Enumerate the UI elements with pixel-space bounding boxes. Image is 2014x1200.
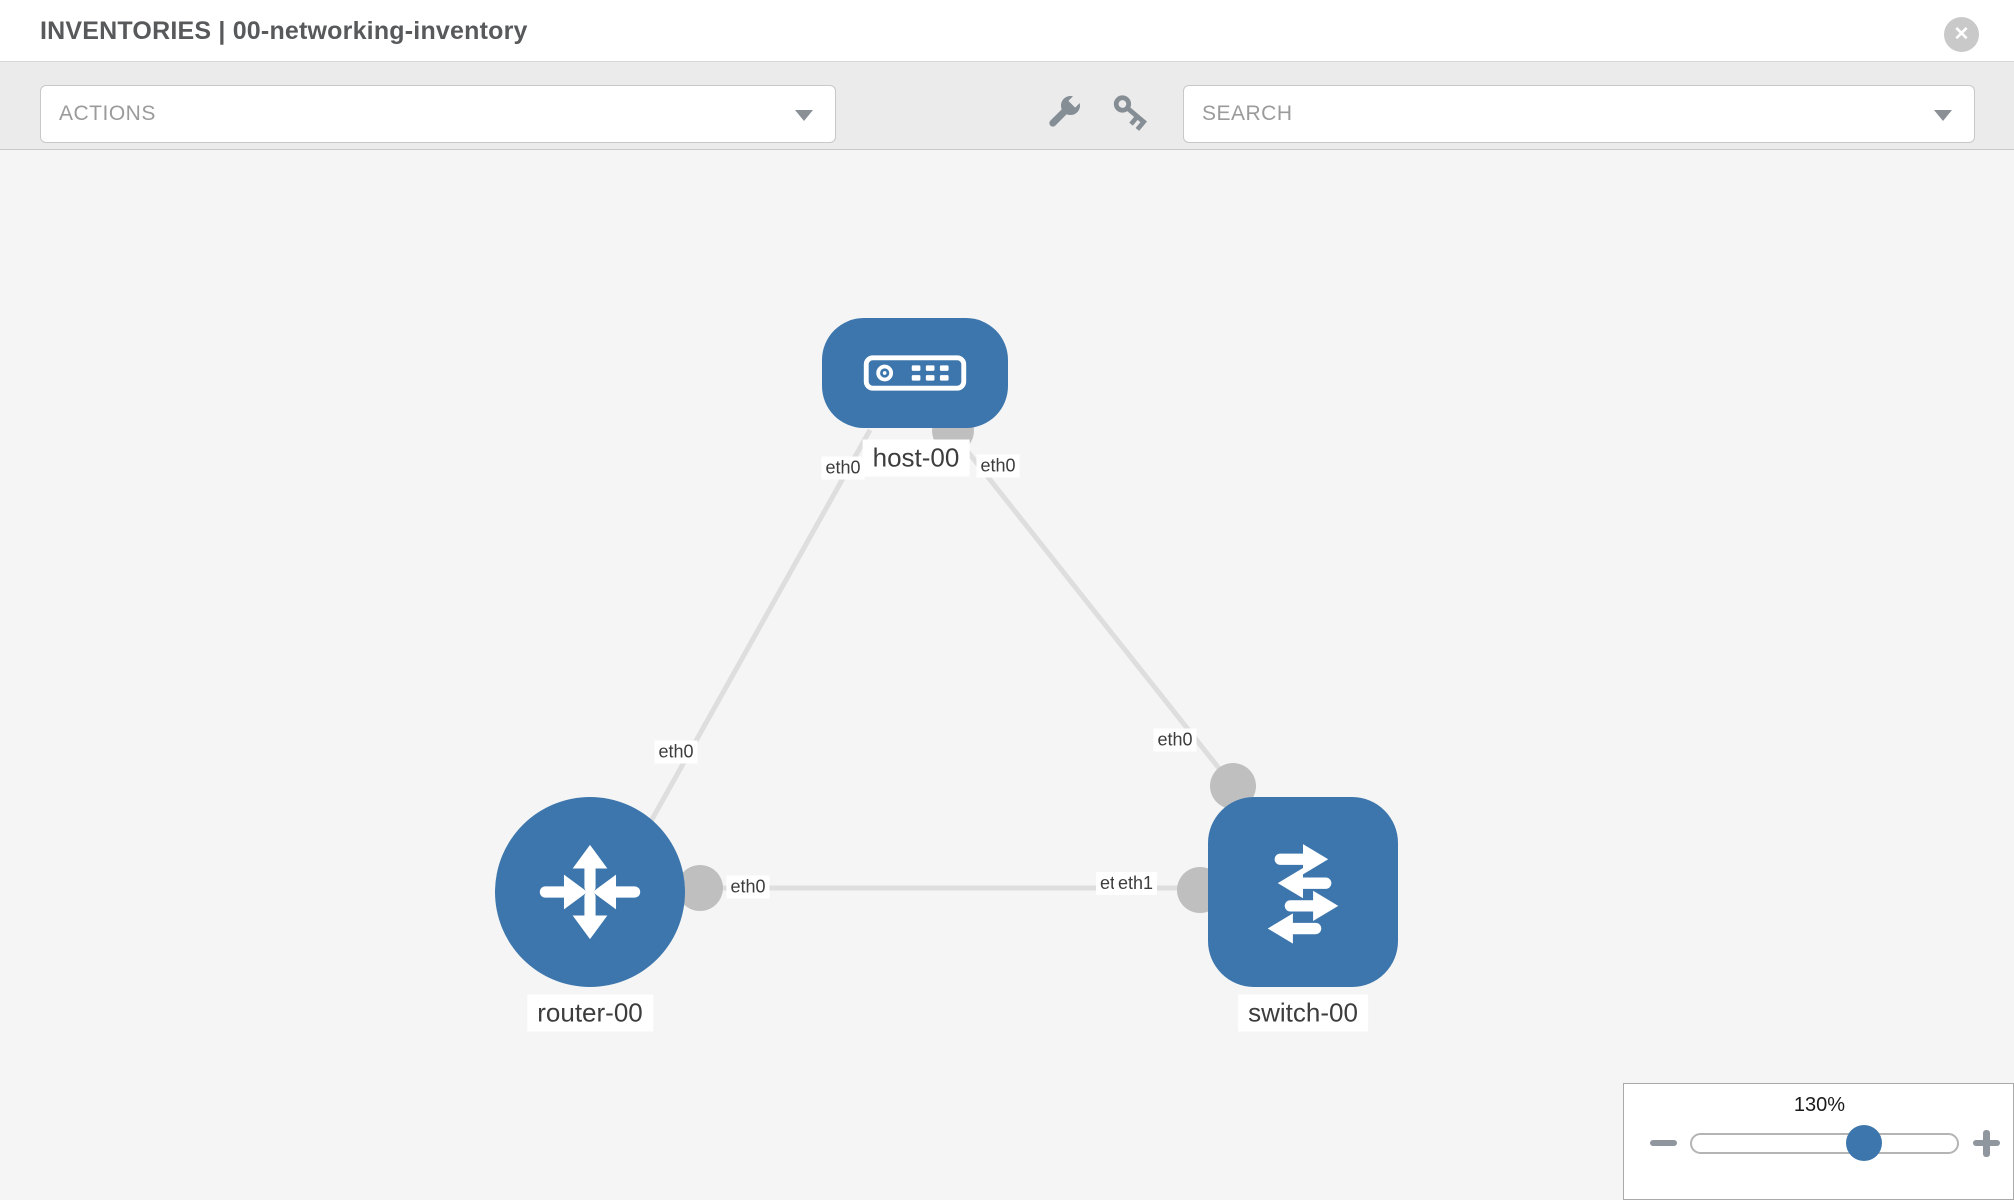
zoom-in-button[interactable] xyxy=(1973,1130,2000,1157)
host-icon xyxy=(863,355,967,391)
zoom-slider-thumb[interactable] xyxy=(1846,1125,1882,1161)
search-dropdown-label: SEARCH xyxy=(1202,102,1293,125)
key-icon xyxy=(1113,95,1148,131)
zoom-level: 130% xyxy=(1793,1094,1846,1116)
chevron-down-icon xyxy=(795,110,813,121)
if-label-switch-left-eth1: eth1 xyxy=(1114,872,1158,895)
toolbar: ACTIONS SEARCH xyxy=(0,62,2014,150)
topology-links-layer xyxy=(600,410,1295,913)
zoom-out-button[interactable] xyxy=(1650,1140,1677,1146)
if-label-host-right: eth0 xyxy=(976,454,1020,478)
router-icon xyxy=(539,844,641,940)
if-label-router-right: eth0 xyxy=(726,875,770,899)
node-label-switch: switch-00 xyxy=(1238,994,1368,1032)
credentials-button[interactable] xyxy=(1110,90,1154,134)
interface-dot-router-right[interactable] xyxy=(677,865,723,911)
close-icon: ✕ xyxy=(1953,24,1970,45)
actions-dropdown[interactable]: ACTIONS xyxy=(40,85,836,143)
topology-canvas[interactable]: host-00 router-00 switch-00 eth0 eth0 et… xyxy=(0,150,2014,1200)
chevron-down-icon xyxy=(1934,110,1952,121)
node-router-00[interactable] xyxy=(495,797,685,987)
zoom-slider-track[interactable] xyxy=(1690,1133,1959,1154)
header: INVENTORIES | 00-networking-inventory ✕ xyxy=(0,0,2014,62)
zoom-panel: 130% xyxy=(1623,1083,2014,1200)
wrench-icon xyxy=(1049,93,1083,127)
configure-button[interactable] xyxy=(1042,90,1086,134)
node-switch-00[interactable] xyxy=(1208,797,1398,987)
close-button[interactable]: ✕ xyxy=(1944,17,1979,52)
node-label-host: host-00 xyxy=(862,439,970,477)
if-label-switch-top: eth0 xyxy=(1153,728,1197,752)
page-title: INVENTORIES | 00-networking-inventory xyxy=(40,17,528,45)
search-dropdown[interactable]: SEARCH xyxy=(1183,85,1975,143)
node-host-00[interactable] xyxy=(822,318,1008,428)
if-label-host-left: eth0 xyxy=(821,456,865,480)
node-label-router: router-00 xyxy=(527,994,653,1032)
if-label-router-top: eth0 xyxy=(654,740,698,764)
actions-dropdown-label: ACTIONS xyxy=(59,102,156,125)
link-host-switch xyxy=(951,431,1235,788)
switch-icon xyxy=(1267,844,1339,944)
